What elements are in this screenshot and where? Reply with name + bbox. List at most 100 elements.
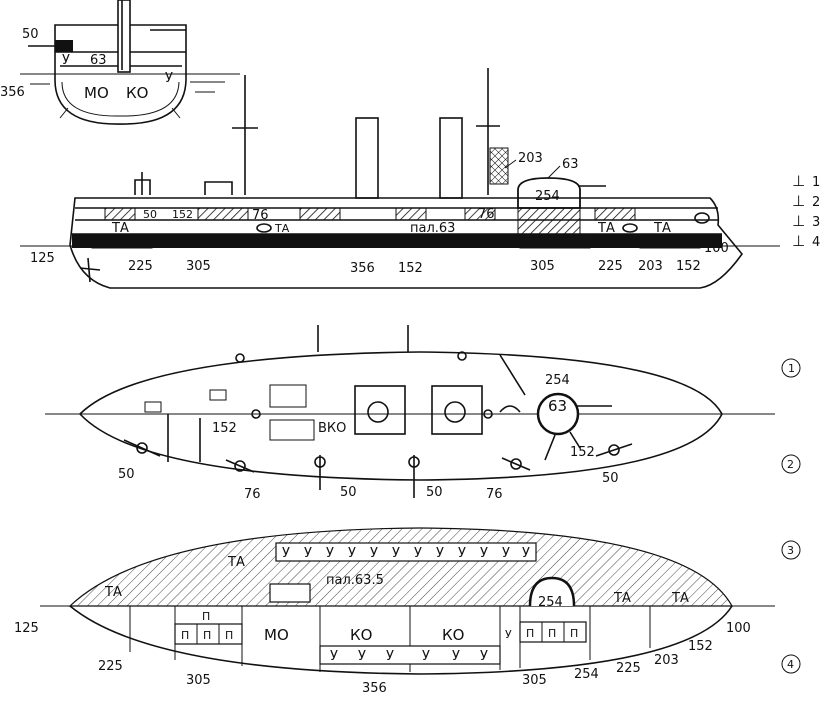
marker-circle <box>781 358 801 378</box>
section-label: 63 <box>90 53 107 68</box>
plan-label: 50 <box>602 471 619 486</box>
gun-mount <box>235 353 245 363</box>
plan-label: 225 <box>616 661 641 676</box>
legend-number: 4 <box>812 235 820 250</box>
section-label: У <box>165 71 173 86</box>
side-profile: 254 203 63 50 152 76 ТА ТА <box>20 68 780 289</box>
stern-torpedo-tube <box>694 212 710 224</box>
bunker-label: У <box>522 546 530 561</box>
belt-aft-section <box>519 233 591 249</box>
legend-symbol: ⊥ <box>792 192 805 210</box>
barbette-armor <box>517 207 581 235</box>
gun-barrel <box>123 439 161 457</box>
plan-label: 305 <box>522 673 547 688</box>
profile-label: 152 <box>172 208 193 221</box>
plan-label: 254 <box>545 373 570 388</box>
armor-deck-plan <box>68 527 734 607</box>
marker-number: 2 <box>787 458 794 471</box>
profile-label: 356 <box>350 261 375 276</box>
plan-label: 50 <box>426 485 443 500</box>
casemate-armor <box>395 207 427 221</box>
legend-symbol: ⊥ <box>792 212 805 230</box>
plan-label: 254 <box>538 595 563 610</box>
plan-label: 152 <box>570 445 595 460</box>
deck-hatch <box>209 389 227 401</box>
deck-hatch <box>144 401 162 413</box>
leader-line <box>547 165 561 179</box>
bunker-label: У <box>330 649 338 664</box>
profile-label: ТА <box>653 221 671 236</box>
plan-label: 152 <box>212 421 237 436</box>
gun-mount <box>136 442 148 454</box>
casemate-armor <box>464 207 496 221</box>
casemate-armor <box>594 207 636 221</box>
bunker-label: У <box>502 546 510 561</box>
bunker-label: У <box>414 546 422 561</box>
profile-label: 305 <box>530 259 555 274</box>
torpedo-tube <box>256 223 272 233</box>
deck-plan-upper: 254 63 152 ВКО 152 50 76 50 50 76 50 1 2 <box>45 325 801 502</box>
profile-label: 76 <box>478 207 495 222</box>
deck-hatch <box>269 419 315 441</box>
plan-label: пал.63.5 <box>326 573 384 588</box>
fore-funnel-ring <box>367 401 389 423</box>
legend-number: 3 <box>812 215 820 230</box>
plan-label: 76 <box>486 487 503 502</box>
plan-label: 356 <box>362 681 387 696</box>
bunker-label: У <box>480 649 488 664</box>
deck-plan-lower: У У У У У У У У У У У У <box>14 527 801 696</box>
marker-circle <box>781 540 801 560</box>
section-label: У <box>62 53 70 68</box>
plan-label: 125 <box>14 621 39 636</box>
gun-mount <box>234 460 246 472</box>
plan-label: П <box>203 629 211 642</box>
profile-label: 152 <box>398 261 423 276</box>
magazine-strip <box>174 623 243 645</box>
bunker-strip <box>275 542 537 562</box>
plan-label: П <box>548 627 556 640</box>
barbette-plan <box>528 576 576 607</box>
legend-symbol: ⊥ <box>792 232 805 250</box>
hold-outline <box>69 605 733 675</box>
gun-mount <box>510 458 522 470</box>
profile-label: 225 <box>128 259 153 274</box>
plan-label: ТА <box>613 591 631 606</box>
bunker-label: У <box>452 649 460 664</box>
bunker-label: У <box>304 546 312 561</box>
plan-label: МО <box>264 626 289 644</box>
aft-funnel-base <box>431 385 483 435</box>
legend: ⊥ 1 ⊥ 2 ⊥ 3 ⊥ 4 <box>792 172 820 250</box>
plan-label: 76 <box>244 487 261 502</box>
plan-label: П <box>225 629 233 642</box>
belt-stern-section <box>639 233 701 249</box>
fore-bridge <box>204 181 233 195</box>
propeller <box>79 257 101 283</box>
section-funnel-casing <box>117 0 131 73</box>
casemate-armor <box>197 207 249 221</box>
profile-label: 203 <box>518 151 543 166</box>
hull-outline <box>69 197 744 289</box>
profile-label: 100 <box>704 241 729 256</box>
gun-barrel <box>569 431 581 449</box>
conning-tower <box>489 147 509 185</box>
gun-mount <box>314 456 326 468</box>
profile-label: 225 <box>598 259 623 274</box>
bunker-label: У <box>370 546 378 561</box>
turret-label: 254 <box>535 189 560 204</box>
marker-number: 3 <box>787 544 794 557</box>
main-turret-ring <box>536 392 580 436</box>
plan-label: 203 <box>654 653 679 668</box>
bunker-label: У <box>386 649 394 664</box>
midship-section: 50 63 У У 356 МО КО <box>0 0 240 125</box>
plan-label: 152 <box>688 639 713 654</box>
plan-label: 50 <box>118 467 135 482</box>
gun-barrel <box>225 459 255 473</box>
bunker-label: У <box>358 649 366 664</box>
bunker-label: У <box>326 546 334 561</box>
gun-mount <box>457 351 467 361</box>
bunker-row-bottom: У У У У У У <box>330 649 488 664</box>
plan-label: 254 <box>574 667 599 682</box>
deck-hatch <box>269 384 307 408</box>
belt-bow-section <box>91 233 153 249</box>
